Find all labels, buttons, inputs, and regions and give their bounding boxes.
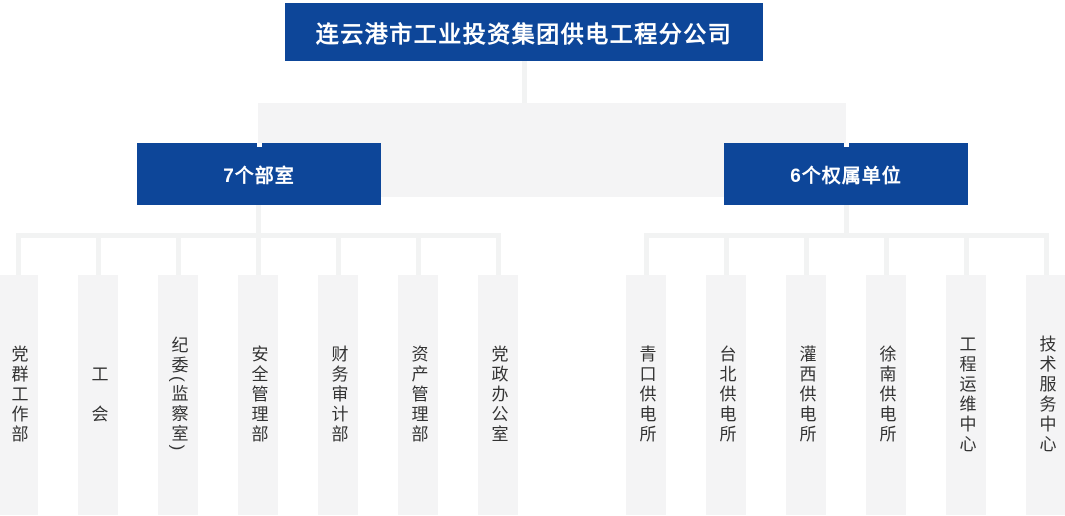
org-leaf-node: 徐南供电所 xyxy=(866,275,906,515)
leaf-drop xyxy=(16,233,21,275)
org-leaf-label: 纪委(监察室) xyxy=(168,336,188,454)
org-leaf-label: 灌西供电所 xyxy=(796,345,816,445)
leaf-drop xyxy=(96,233,101,275)
group-top-notch-right xyxy=(844,143,849,147)
org-group-label-departments: 7个部室 xyxy=(223,165,295,187)
org-group-label-units: 6个权属单位 xyxy=(790,165,902,187)
children-rail-right xyxy=(644,233,1048,238)
leaf-drop xyxy=(496,233,501,275)
org-leaf-node: 安全管理部 xyxy=(238,275,278,515)
leaf-drop xyxy=(176,233,181,275)
org-leaf-label: 徐南供电所 xyxy=(876,345,896,445)
leaf-drop xyxy=(964,233,969,275)
leaf-drop xyxy=(256,233,261,275)
root-connector-line xyxy=(522,61,527,103)
leaf-drop xyxy=(804,233,809,275)
org-leaf-node: 台北供电所 xyxy=(706,275,746,515)
org-leaf-label: 资产管理部 xyxy=(408,345,428,445)
org-leaf-node: 灌西供电所 xyxy=(786,275,826,515)
org-leaf-node: 资产管理部 xyxy=(398,275,438,515)
group-stub-left xyxy=(256,205,261,238)
org-leaf-label: 安全管理部 xyxy=(248,345,268,445)
group-stub-right xyxy=(844,205,849,238)
org-group-node-units: 6个权属单位 xyxy=(724,143,968,205)
org-leaf-label: 技术服务中心 xyxy=(1036,335,1056,455)
leaf-drop xyxy=(884,233,889,275)
org-leaf-label: 党群工作部 xyxy=(8,345,28,445)
org-leaf-label: 工程运维中心 xyxy=(956,335,976,455)
leaf-drop xyxy=(1044,233,1049,275)
org-root-node: 连云港市工业投资集团供电工程分公司 xyxy=(285,3,763,61)
org-leaf-node: 工 会 xyxy=(78,275,118,515)
org-root-label: 连云港市工业投资集团供电工程分公司 xyxy=(315,21,733,47)
org-leaf-node: 纪委(监察室) xyxy=(158,275,198,515)
org-group-node-departments: 7个部室 xyxy=(137,143,381,205)
org-leaf-label: 青口供电所 xyxy=(636,345,656,445)
org-leaf-label: 党政办公室 xyxy=(488,345,508,445)
org-leaf-label: 工 会 xyxy=(88,365,108,425)
group-top-notch-left xyxy=(257,143,262,147)
org-leaf-node: 技术服务中心 xyxy=(1026,275,1065,515)
leaf-drop xyxy=(336,233,341,275)
org-leaf-node: 工程运维中心 xyxy=(946,275,986,515)
org-leaf-label: 财务审计部 xyxy=(328,345,348,445)
org-leaf-node: 青口供电所 xyxy=(626,275,666,515)
leaf-drop xyxy=(644,233,649,275)
org-leaf-node: 党政办公室 xyxy=(478,275,518,515)
org-leaf-label: 台北供电所 xyxy=(716,345,736,445)
leaf-drop xyxy=(724,233,729,275)
org-leaf-node: 财务审计部 xyxy=(318,275,358,515)
org-leaf-node: 党群工作部 xyxy=(0,275,38,515)
leaf-drop xyxy=(416,233,421,275)
